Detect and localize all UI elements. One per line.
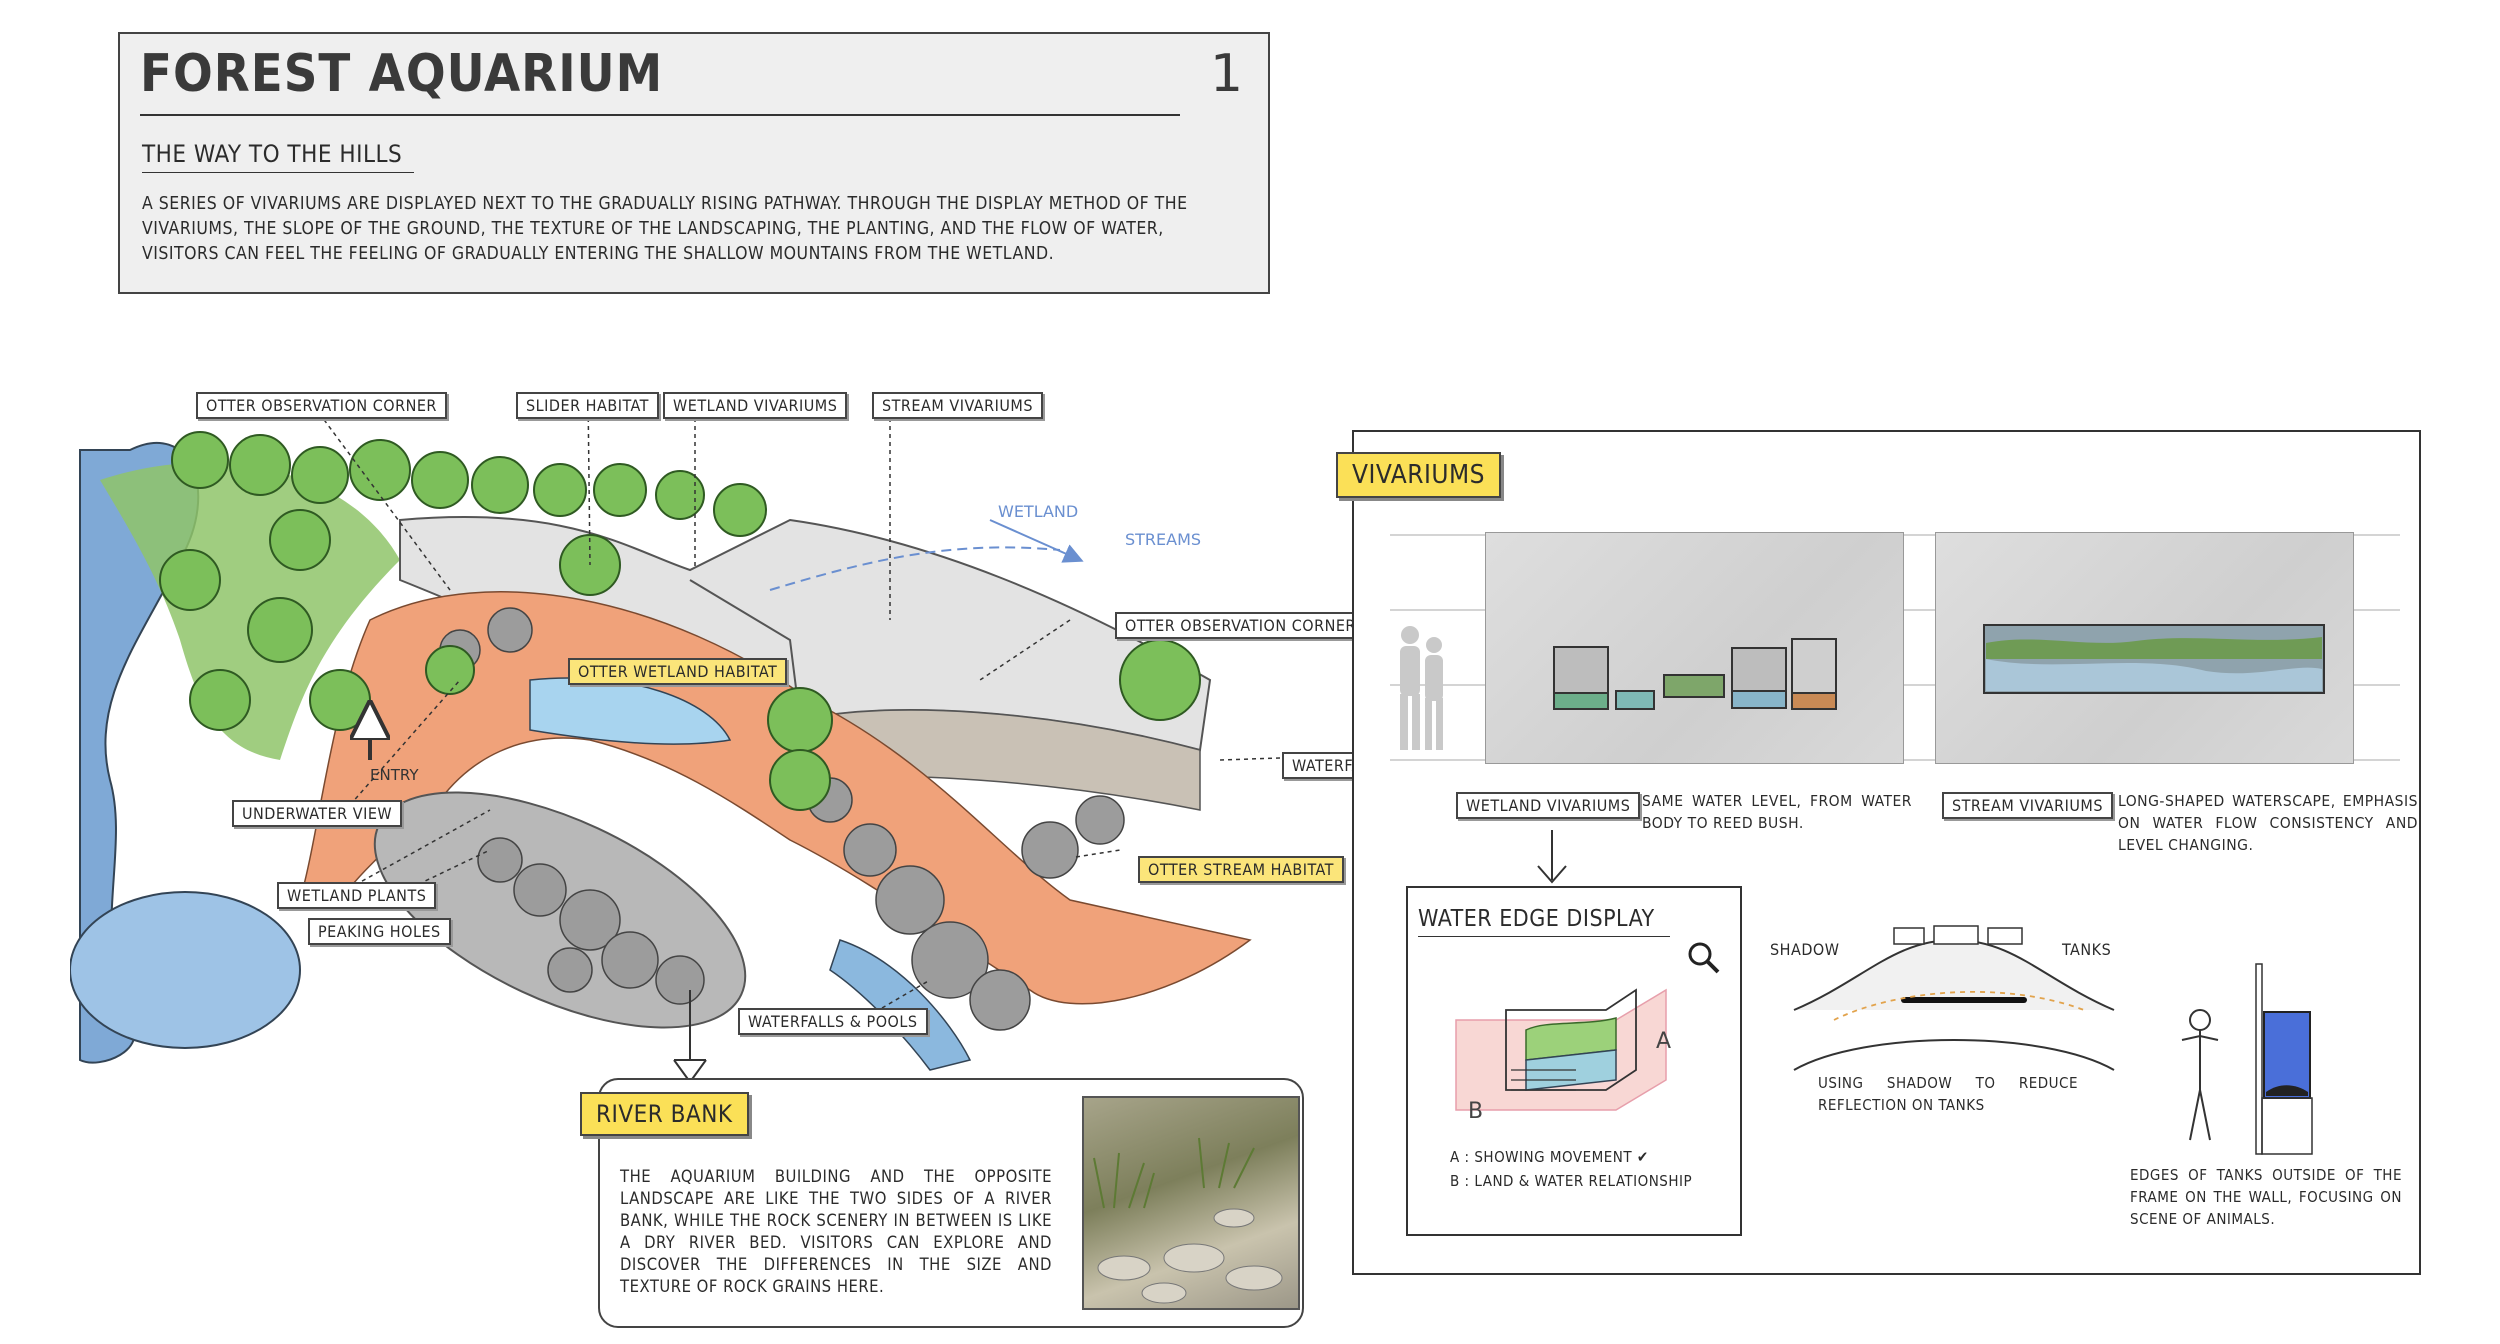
water-edge-note-b: B : LAND & WATER RELATIONSHIP [1450,1172,1693,1190]
intro-text: A SERIES OF VIVARIUMS ARE DISPLAYED NEXT… [142,194,1188,264]
stream-vivarium-elevation [1935,532,2354,764]
visitor-silhouettes [1400,626,1443,750]
water-edge-note-a: A : SHOWING MOVEMENT ✔ [1450,1148,1649,1166]
shadow-label: SHADOW [1770,940,1840,959]
shadow-tank-sketch [1793,925,2115,1071]
entry-label: ENTRY [370,766,419,784]
river-bank-photo [1082,1096,1300,1310]
site-plan-illustration: WETLAND STREAMS ENTRY [70,393,1281,1071]
label-underwater-view: UNDERWATER VIEW [232,800,403,827]
tree-canopy [159,431,1201,811]
stream-pool [829,939,972,1071]
label-otter-stream-habitat: OTTER STREAM HABITAT [1138,856,1344,883]
river-bank-title: RIVER BANK [580,1092,749,1136]
label-stream-vivariums-panel: STREAM VIVARIUMS [1942,792,2113,819]
vivariums-title: VIVARIUMS [1336,452,1502,498]
water-edge-title-rule [1418,936,1670,937]
river-bank-text: THE AQUARIUM BUILDING AND THE OPPOSITE L… [620,1167,1052,1296]
label-slider-habitat: SLIDER HABITAT [516,392,659,419]
label-wetland-vivariums-panel: WETLAND VIVARIUMS [1456,792,1641,819]
wetland-label: WETLAND [998,502,1078,521]
stream-vivarium-caption: LONG-SHAPED WATERSCAPE, EMPHASIS ON WATE… [2118,792,2418,854]
water-edge-sketch: A B [1455,988,1671,1124]
streams-label: STREAMS [1125,530,1201,549]
label-peaking-holes: PEAKING HOLES [308,918,451,945]
edges-caption: EDGES OF TANKS OUTSIDE OF THE FRAME ON T… [2130,1166,2402,1228]
label-wetland-vivariums: WETLAND VIVARIUMS [663,392,848,419]
water-edge-b-label: B [1468,1099,1483,1124]
subtitle-rule [142,172,414,173]
leader-lines [304,393,1281,1009]
label-otter-observation-corner-right: OTTER OBSERVATION CORNER [1115,612,1366,639]
small-pond [70,891,301,1049]
label-otter-wetland-habitat: OTTER WETLAND HABITAT [568,658,788,685]
label-waterfalls-pools: WATERFALLS & POOLS [738,1008,928,1035]
label-wetland-plants: WETLAND PLANTS [277,882,437,909]
header-panel [118,32,1270,294]
edges-frame-sketch [2181,963,2313,1155]
rock-cluster [439,607,1125,1031]
wetland-vivarium-elevation [1485,532,1904,764]
water-edge-title: WATER EDGE DISPLAY [1418,906,1655,932]
section-subtitle: THE WAY TO THE HILLS [142,140,403,168]
label-otter-observation-corner-top: OTTER OBSERVATION CORNER [196,392,447,419]
tanks-label: TANKS [2062,940,2112,959]
down-arrow-icon [1537,830,1567,884]
page-title: FOREST AQUARIUM [140,44,664,104]
magnifier-icon [1688,942,1720,974]
page-number: 1 [1210,44,1244,104]
wetland-vivarium-caption: SAME WATER LEVEL, FROM WATER BODY TO REE… [1642,792,1912,832]
river-bank-leader [673,990,707,1084]
title-rule [140,114,1180,116]
water-edge-a-label: A [1656,1029,1671,1054]
label-stream-vivariums: STREAM VIVARIUMS [872,392,1043,419]
shadow-caption: USING SHADOW TO REDUCE REFLECTION ON TAN… [1818,1074,2078,1114]
